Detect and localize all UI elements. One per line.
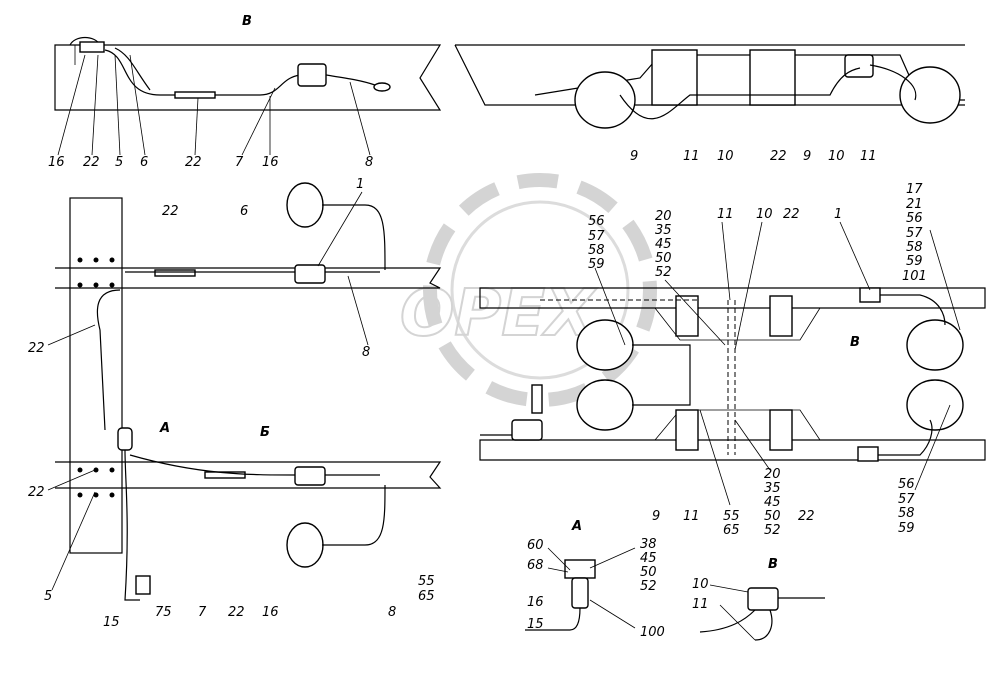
part-label: 57 <box>906 226 923 241</box>
detail-a <box>525 547 636 631</box>
view-side-right <box>454 44 965 129</box>
part-label: 22 <box>28 485 45 500</box>
part-label: 52 <box>655 265 672 280</box>
part-label: 22 <box>162 204 179 219</box>
part-label: 55 <box>418 574 435 589</box>
part-label: 6 <box>240 204 248 219</box>
part-label: 65 <box>418 589 435 604</box>
part-label: 22 <box>783 207 800 222</box>
watermark-logo: OPEX <box>399 173 657 407</box>
part-label: 35 <box>655 223 672 238</box>
part-label: 8 <box>365 155 373 170</box>
section-label-b-detail: В <box>768 557 778 572</box>
part-label: 68 <box>527 558 544 573</box>
part-label: 16 <box>262 605 279 620</box>
part-label: 7 <box>198 605 207 620</box>
part-label: 10 <box>717 149 734 164</box>
part-label: 1 <box>834 207 842 222</box>
part-label: 9 <box>630 149 638 164</box>
part-label: 101 <box>902 269 927 284</box>
part-label: 22 <box>83 155 100 170</box>
part-label: 55 <box>723 509 740 524</box>
part-label: 45 <box>764 495 781 510</box>
part-label: 45 <box>655 237 672 252</box>
part-label: 5 <box>44 589 52 604</box>
part-label: 22 <box>228 605 245 620</box>
part-label: 56 <box>906 211 923 226</box>
part-label: 52 <box>640 579 657 594</box>
section-label-b-right: В <box>850 335 860 350</box>
part-label: 9 <box>652 509 660 524</box>
part-label: 10 <box>692 577 709 592</box>
part-label: 58 <box>898 506 915 521</box>
detail-b <box>699 584 825 641</box>
part-label: 11 <box>860 149 877 164</box>
part-label: 22 <box>185 155 202 170</box>
part-label: 58 <box>588 243 605 258</box>
leader-lines <box>47 54 961 591</box>
section-label-a-mid: А <box>159 421 170 436</box>
part-label: 16 <box>262 155 279 170</box>
part-label: 17 <box>906 182 923 197</box>
part-label: 45 <box>640 551 657 566</box>
part-label: 60 <box>527 538 544 553</box>
part-label: 20 <box>764 467 781 482</box>
part-label: 8 <box>362 345 370 360</box>
section-label-a-detail: А <box>571 519 582 534</box>
part-label: 16 <box>527 595 544 610</box>
part-label: 22 <box>770 149 787 164</box>
part-label: 56 <box>588 214 605 229</box>
part-label: 10 <box>828 149 845 164</box>
part-label: 11 <box>717 207 734 222</box>
part-labels: 16 22 5 6 22 7 16 8 9 11 10 22 9 10 11 1… <box>28 149 927 640</box>
part-label: 20 <box>655 209 672 224</box>
part-label: 57 <box>898 492 915 507</box>
plan-view-left <box>55 182 442 601</box>
part-label: 52 <box>764 523 781 538</box>
part-label: 56 <box>898 477 915 492</box>
part-label: 57 <box>588 229 605 244</box>
part-label: 15 <box>103 615 120 630</box>
part-label: 15 <box>527 617 544 632</box>
part-label: 50 <box>764 509 781 524</box>
part-label: 50 <box>640 565 657 580</box>
part-label: 8 <box>388 605 396 620</box>
part-label: 6 <box>140 155 148 170</box>
part-label: 22 <box>798 509 815 524</box>
part-label: 58 <box>906 240 923 255</box>
part-label: 59 <box>588 257 605 272</box>
part-label: 11 <box>683 149 700 164</box>
part-label: 21 <box>906 197 923 212</box>
part-label: 59 <box>898 521 915 536</box>
plan-view-main <box>479 287 986 462</box>
part-label: 22 <box>28 341 45 356</box>
part-label: 9 <box>803 149 811 164</box>
part-label: 75 <box>155 605 172 620</box>
view-b-left <box>54 36 442 111</box>
part-label: 7 <box>235 155 244 170</box>
part-label: 59 <box>906 254 923 269</box>
watermark-text: OPEX <box>400 277 597 351</box>
part-label: 11 <box>683 509 700 524</box>
part-label: 65 <box>723 523 740 538</box>
part-label: 5 <box>115 155 123 170</box>
part-label: 1 <box>356 177 364 192</box>
section-label-b-top: В <box>242 14 252 29</box>
part-label: 100 <box>640 625 665 640</box>
part-label: 50 <box>655 251 672 266</box>
part-label: 38 <box>640 537 657 552</box>
part-label: 35 <box>764 481 781 496</box>
part-label: 10 <box>756 207 773 222</box>
part-label: 11 <box>692 597 709 612</box>
section-label-b-mid: Б <box>260 425 270 440</box>
part-label: 16 <box>48 155 65 170</box>
